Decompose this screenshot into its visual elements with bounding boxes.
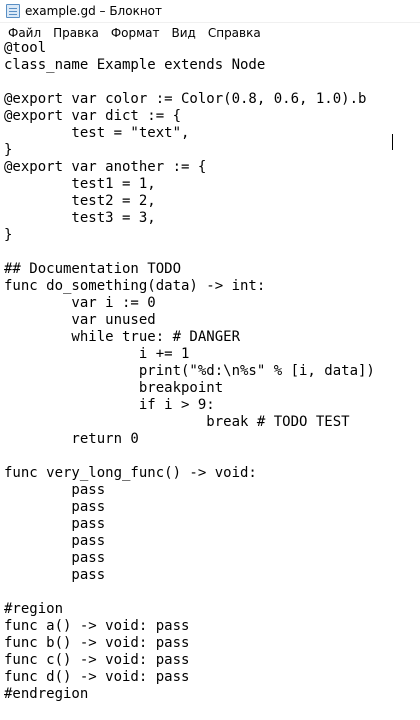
editor-line[interactable]: test1 = 1, xyxy=(4,176,156,192)
menu-bar: Файл Правка Формат Вид Справка xyxy=(0,23,420,44)
editor-line[interactable] xyxy=(4,74,420,91)
editor-line[interactable]: var unused xyxy=(4,312,156,328)
editor-line[interactable]: pass xyxy=(4,567,106,583)
editor-line[interactable]: pass xyxy=(4,499,106,515)
editor-line[interactable]: return 0 xyxy=(4,431,139,447)
editor-line[interactable]: while true: # DANGER xyxy=(4,329,241,345)
editor-line[interactable]: i += 1 xyxy=(4,346,190,362)
editor-line[interactable]: func b() -> void: pass xyxy=(4,635,190,651)
editor-line[interactable]: @export var color := Color(0.8, 0.6, 1.0… xyxy=(4,91,367,107)
menu-view[interactable]: Вид xyxy=(171,26,196,40)
menu-file[interactable]: Файл xyxy=(8,26,42,40)
editor-line[interactable]: class_name Example extends Node xyxy=(4,57,266,73)
editor-line[interactable]: pass xyxy=(4,550,106,566)
editor-line[interactable]: } xyxy=(4,142,13,158)
editor-line[interactable]: #region xyxy=(4,601,64,617)
editor-line[interactable]: var i := 0 xyxy=(4,295,156,311)
editor-line[interactable]: func very_long_func() -> void: xyxy=(4,465,257,481)
editor-line[interactable]: pass xyxy=(4,533,106,549)
editor-line[interactable]: func c() -> void: pass xyxy=(4,652,190,668)
editor-line[interactable] xyxy=(4,448,420,465)
menu-format[interactable]: Формат xyxy=(110,26,160,40)
editor-line[interactable]: print("%d:\n%s" % [i, data]) xyxy=(4,363,375,379)
notepad-icon xyxy=(6,4,20,18)
menu-help[interactable]: Справка xyxy=(207,26,261,40)
editor-line[interactable]: ## Documentation TODO xyxy=(4,261,182,277)
editor-line[interactable]: pass xyxy=(4,482,106,498)
editor-line[interactable]: func a() -> void: pass xyxy=(4,618,190,634)
editor-line[interactable]: break # TODO TEST xyxy=(4,414,350,430)
editor-line[interactable]: func d() -> void: pass xyxy=(4,669,190,685)
editor-line[interactable]: } xyxy=(4,227,13,243)
editor-line[interactable]: @export var another := { xyxy=(4,159,207,175)
editor-line[interactable]: @tool xyxy=(4,40,47,56)
editor-line[interactable]: if i > 9: xyxy=(4,397,215,413)
title-bar: example.gd – Блокнот xyxy=(0,0,420,23)
editor-line[interactable]: #endregion xyxy=(4,686,89,702)
editor-line[interactable]: test3 = 3, xyxy=(4,210,156,226)
editor-line[interactable]: @export var dict := { xyxy=(4,108,182,124)
text-caret xyxy=(392,134,393,150)
menu-edit[interactable]: Правка xyxy=(53,26,99,40)
editor-line[interactable]: breakpoint xyxy=(4,380,224,396)
editor-line[interactable]: test2 = 2, xyxy=(4,193,156,209)
editor-line[interactable]: pass xyxy=(4,516,106,532)
editor-line[interactable]: test = "text", xyxy=(4,125,190,141)
window-title: example.gd – Блокнот xyxy=(25,4,162,18)
editor-line[interactable]: func do_something(data) -> int: xyxy=(4,278,266,294)
editor-line[interactable] xyxy=(4,244,420,261)
editor-line[interactable] xyxy=(4,584,420,601)
